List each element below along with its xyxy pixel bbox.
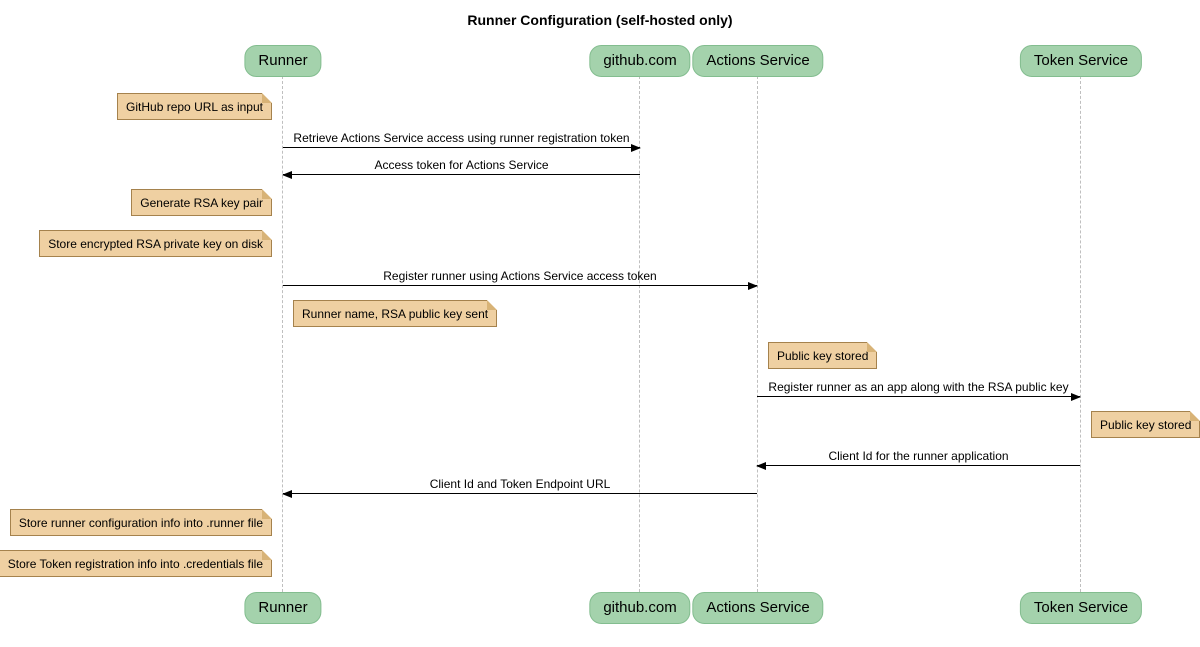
diagram-title: Runner Configuration (self-hosted only) — [467, 12, 733, 28]
message-line — [757, 393, 1081, 401]
message-label: Register runner as an app along with the… — [768, 380, 1069, 394]
lifeline-actions-service — [757, 76, 758, 592]
message-line — [283, 282, 758, 290]
arrowhead-right-icon — [748, 282, 758, 290]
lifeline-token-service — [1080, 76, 1081, 592]
message-label: Retrieve Actions Service access using ru… — [293, 131, 630, 145]
message-retrieve-actions-access: Retrieve Actions Service access using ru… — [283, 131, 641, 152]
note-public-key-stored-actions: Public key stored — [768, 342, 878, 369]
message-label: Client Id and Token Endpoint URL — [429, 477, 611, 491]
arrowhead-right-icon — [1071, 393, 1081, 401]
participant-bottom-actions-service: Actions Service — [692, 592, 824, 624]
message-register-runner-app: Register runner as an app along with the… — [757, 380, 1081, 401]
note-generate-rsa-key-pair: Generate RSA key pair — [131, 189, 272, 216]
note-runner-name-public-key-sent: Runner name, RSA public key sent — [293, 300, 498, 327]
message-register-runner: Register runner using Actions Service ac… — [283, 269, 758, 290]
message-access-token: Access token for Actions Service — [282, 158, 640, 179]
participant-top-runner: Runner — [244, 45, 322, 77]
participant-bottom-runner: Runner — [244, 592, 322, 624]
arrowhead-left-icon — [282, 171, 292, 179]
message-label: Register runner using Actions Service ac… — [383, 269, 657, 283]
arrowhead-left-icon — [282, 490, 292, 498]
participant-top-github: github.com — [589, 45, 691, 77]
note-github-repo-url-input: GitHub repo URL as input — [117, 93, 272, 120]
note-store-encrypted-private-key: Store encrypted RSA private key on disk — [39, 230, 272, 257]
message-client-id-endpoint: Client Id and Token Endpoint URL — [282, 477, 757, 498]
message-line — [282, 490, 757, 498]
participant-bottom-github: github.com — [589, 592, 691, 624]
message-label: Access token for Actions Service — [374, 158, 549, 172]
note-store-runner-config: Store runner configuration info into .ru… — [9, 509, 273, 536]
arrowhead-right-icon — [631, 144, 641, 152]
note-store-token-registration: Store Token registration info into .cred… — [0, 550, 273, 577]
participant-bottom-token-service: Token Service — [1019, 592, 1143, 624]
message-label: Client Id for the runner application — [828, 449, 1009, 463]
message-client-id-runner-app: Client Id for the runner application — [756, 449, 1080, 470]
lifeline-github — [639, 76, 640, 592]
participant-top-token-service: Token Service — [1019, 45, 1143, 77]
message-line — [283, 144, 641, 152]
arrowhead-left-icon — [756, 462, 766, 470]
message-line — [756, 462, 1080, 470]
note-public-key-stored-token: Public key stored — [1091, 411, 1200, 438]
message-line — [282, 171, 640, 179]
lifeline-runner — [282, 76, 283, 592]
participant-top-actions-service: Actions Service — [692, 45, 824, 77]
